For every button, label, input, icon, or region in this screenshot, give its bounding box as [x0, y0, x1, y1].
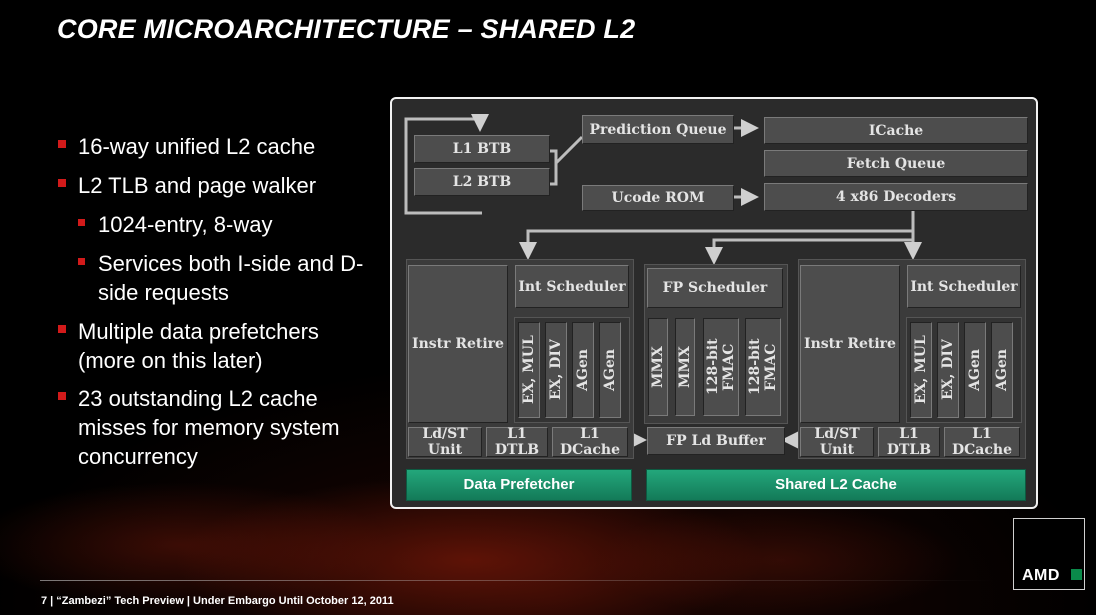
fpu-fmac-unit: 128-bit FMAC	[703, 318, 739, 416]
fetch-queue-block: Fetch Queue	[764, 150, 1028, 177]
left-ex-div-unit: EX, DIV	[545, 322, 567, 418]
right-agen-unit: AGen	[991, 322, 1013, 418]
bullet-item: 16-way unified L2 cache	[58, 132, 378, 161]
right-ldst-unit-block: Ld/ST Unit	[800, 426, 874, 458]
microarchitecture-diagram: L1 BTB L2 BTB Prediction Queue ICache Fe…	[390, 97, 1038, 509]
right-l1-dcache-block: L1 DCache	[944, 426, 1020, 458]
bullet-text: 16-way unified L2 cache	[78, 134, 316, 159]
l1-btb-block: L1 BTB	[414, 135, 550, 163]
prediction-queue-block: Prediction Queue	[582, 115, 734, 144]
bullet-square-icon	[58, 325, 66, 333]
icache-block: ICache	[764, 117, 1028, 144]
left-agen-unit: AGen	[599, 322, 621, 418]
bullet-text: Services both I-side and D-side requests	[98, 251, 364, 305]
fpu-mmx-unit: MMX	[648, 318, 668, 416]
bullet-square-icon	[58, 179, 66, 187]
footer-divider	[40, 580, 995, 581]
bullet-item: L2 TLB and page walker	[58, 171, 378, 200]
bullet-square-icon	[58, 392, 66, 400]
sub-bullet-item: Services both I-side and D-side requests	[58, 249, 378, 307]
l2-btb-block: L2 BTB	[414, 168, 550, 196]
right-l1-dtlb-block: L1 DTLB	[878, 426, 940, 458]
bullet-text: Multiple data prefetchers (more on this …	[78, 319, 319, 373]
bullet-square-icon	[78, 219, 85, 226]
decoders-block: 4 x86 Decoders	[764, 183, 1028, 211]
fpu-mmx-unit: MMX	[675, 318, 695, 416]
left-instr-retire-block: Instr Retire	[408, 265, 508, 423]
data-prefetcher-block: Data Prefetcher	[406, 469, 632, 501]
bullet-item: Multiple data prefetchers (more on this …	[58, 317, 378, 375]
fp-ld-buffer-block: FP Ld Buffer	[647, 427, 785, 455]
slide-title: CORE MICROARCHITECTURE – SHARED L2	[57, 14, 636, 44]
slide-footer: 7 | “Zambezi” Tech Preview | Under Embar…	[41, 595, 394, 607]
shared-l2-cache-block: Shared L2 Cache	[646, 469, 1026, 501]
bullet-list: 16-way unified L2 cache L2 TLB and page …	[58, 132, 378, 481]
bullet-text: 23 outstanding L2 cache misses for memor…	[78, 386, 340, 469]
right-instr-retire-block: Instr Retire	[800, 265, 900, 423]
left-ex-mul-unit: EX, MUL	[518, 322, 540, 418]
right-int-scheduler-block: Int Scheduler	[907, 265, 1021, 308]
left-l1-dcache-block: L1 DCache	[552, 426, 628, 458]
diagram-arrows	[404, 114, 922, 449]
amd-arrow-icon	[1071, 569, 1082, 580]
fp-scheduler-block: FP Scheduler	[647, 268, 783, 308]
left-l1-dtlb-block: L1 DTLB	[486, 426, 548, 458]
bullet-text: L2 TLB and page walker	[78, 173, 317, 198]
bullet-item: 23 outstanding L2 cache misses for memor…	[58, 384, 378, 471]
left-int-scheduler-block: Int Scheduler	[515, 265, 629, 308]
left-agen-unit: AGen	[572, 322, 594, 418]
sub-bullet-item: 1024-entry, 8-way	[58, 210, 378, 239]
right-agen-unit: AGen	[964, 322, 986, 418]
left-ldst-unit-block: Ld/ST Unit	[408, 426, 482, 458]
right-ex-div-unit: EX, DIV	[937, 322, 959, 418]
right-ex-mul-unit: EX, MUL	[910, 322, 932, 418]
bullet-text: 1024-entry, 8-way	[98, 212, 273, 237]
bullet-square-icon	[58, 140, 66, 148]
bullet-square-icon	[78, 258, 85, 265]
ucode-rom-block: Ucode ROM	[582, 185, 734, 211]
amd-logo: AMD	[1013, 518, 1085, 590]
fpu-fmac-unit: 128-bit FMAC	[745, 318, 781, 416]
amd-logo-text: AMD	[1022, 567, 1060, 584]
